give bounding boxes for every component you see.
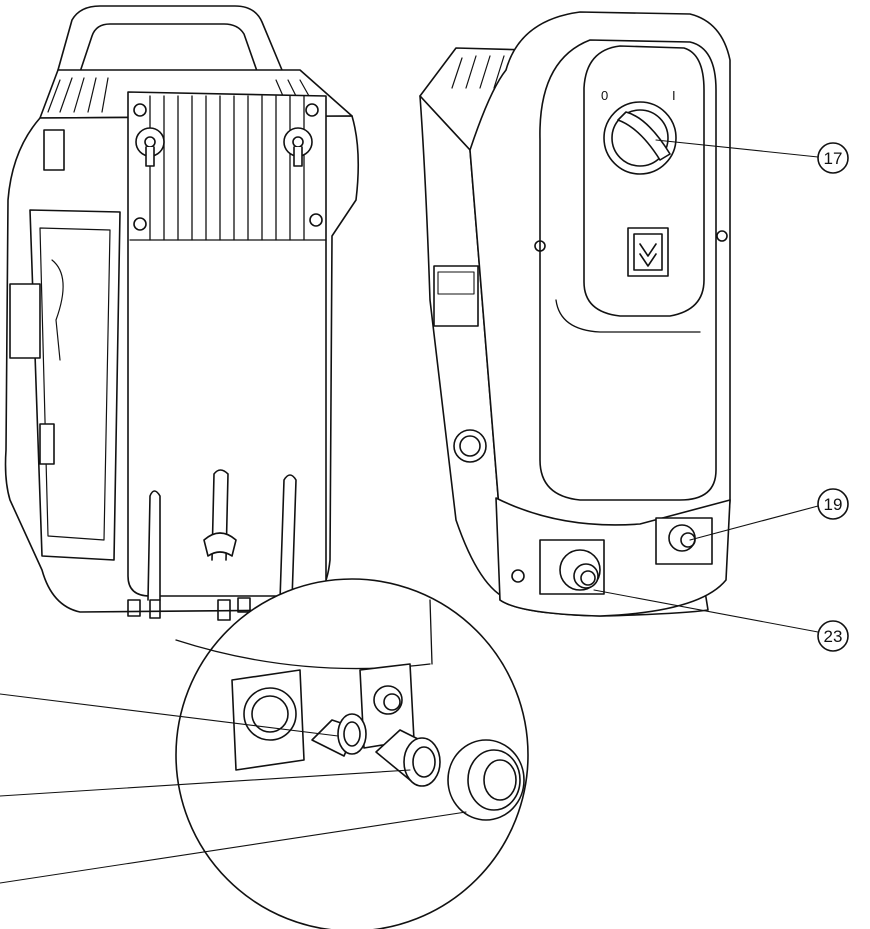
detail-magnifier — [175, 578, 529, 929]
side-panel — [29, 209, 121, 561]
exploded-parts — [311, 713, 525, 821]
hose-holder-forks — [147, 469, 297, 601]
brand-plate — [433, 265, 479, 327]
callout-17: 17 — [817, 142, 849, 174]
callout-17-label: 17 — [824, 149, 843, 168]
rear-screws — [133, 103, 323, 231]
carry-handle — [57, 5, 283, 75]
callout-23-label: 23 — [824, 627, 843, 646]
side-clip-bottom — [39, 423, 55, 465]
side-round-cap — [453, 429, 487, 463]
side-clip-top — [43, 129, 65, 171]
rear-bottom-connectors — [127, 597, 251, 621]
side-label-plate — [9, 283, 41, 359]
switch-on-mark: I — [672, 88, 676, 103]
callout-19-label: 19 — [824, 495, 843, 514]
base-screw — [511, 569, 525, 583]
pump-rear-view — [4, 5, 360, 621]
flow-indicator — [627, 227, 669, 277]
water-outlet — [655, 517, 713, 565]
water-inlet — [539, 539, 605, 595]
leader-lines — [0, 139, 819, 884]
rotary-switch: 0 I — [601, 88, 677, 175]
switch-off-mark: 0 — [601, 88, 608, 103]
callout-23: 23 — [817, 620, 849, 652]
pump-front-view: 0 I — [419, 11, 731, 617]
front-screw-right — [716, 230, 728, 242]
cooling-ribs — [129, 95, 327, 241]
front-screw-left — [534, 240, 546, 252]
callout-19: 19 — [817, 488, 849, 520]
wall-mount-keyholes — [135, 127, 313, 167]
